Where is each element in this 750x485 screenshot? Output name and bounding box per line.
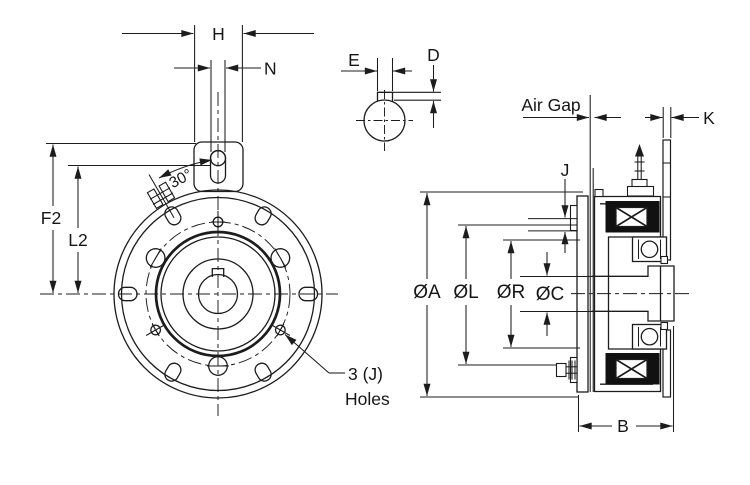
dimension-dia-c: ØC <box>520 252 592 336</box>
bearing-bottom <box>631 321 669 350</box>
side-view: Air Gap K J ØA ØL <box>413 95 715 436</box>
label-d: D <box>427 45 440 65</box>
label-n: N <box>264 59 277 79</box>
dimension-e: E <box>341 50 412 91</box>
bearing-top <box>631 236 669 265</box>
label-dia-c: ØC <box>536 284 565 305</box>
label-dia-l: ØL <box>453 282 478 303</box>
dimension-b: B <box>577 326 675 436</box>
label-b: B <box>617 416 629 436</box>
front-view: H N F2 L2 30° 3 (J <box>40 24 390 416</box>
dimension-air-gap: Air Gap <box>521 95 621 121</box>
dimension-k: K <box>645 107 715 138</box>
mounting-tab <box>193 141 244 193</box>
dimension-j: J <box>561 160 570 253</box>
holes-callout: 3 (J) Holes <box>284 334 390 409</box>
label-30deg: 30° <box>167 166 196 192</box>
label-f2: F2 <box>41 208 61 228</box>
adjusting-bolt <box>555 360 577 380</box>
dimension-f2: F2 <box>41 142 196 293</box>
dimension-dia-r: ØR <box>497 239 580 349</box>
dimension-dia-a: ØA <box>413 191 583 398</box>
key <box>376 91 394 102</box>
label-holes-1: 3 (J) <box>348 364 383 384</box>
dimension-n: N <box>174 59 277 79</box>
dimension-d: D <box>392 45 441 128</box>
lead-wire <box>626 144 655 197</box>
dimension-h: H <box>122 24 314 44</box>
label-dia-a: ØA <box>413 282 441 303</box>
label-h: H <box>212 24 225 44</box>
label-air-gap: Air Gap <box>521 95 580 115</box>
k-plate <box>662 139 672 398</box>
coil-top <box>605 201 660 233</box>
label-e: E <box>348 50 360 70</box>
coil-bottom <box>605 353 660 385</box>
terminal-screws <box>146 174 176 219</box>
label-holes-2: Holes <box>345 389 390 409</box>
key-detail-view: E D <box>341 45 441 151</box>
label-l2: L2 <box>68 230 87 250</box>
dimension-dia-l: ØL <box>453 224 577 366</box>
label-k: K <box>703 108 715 128</box>
label-dia-r: ØR <box>497 282 526 303</box>
label-j: J <box>561 160 570 180</box>
